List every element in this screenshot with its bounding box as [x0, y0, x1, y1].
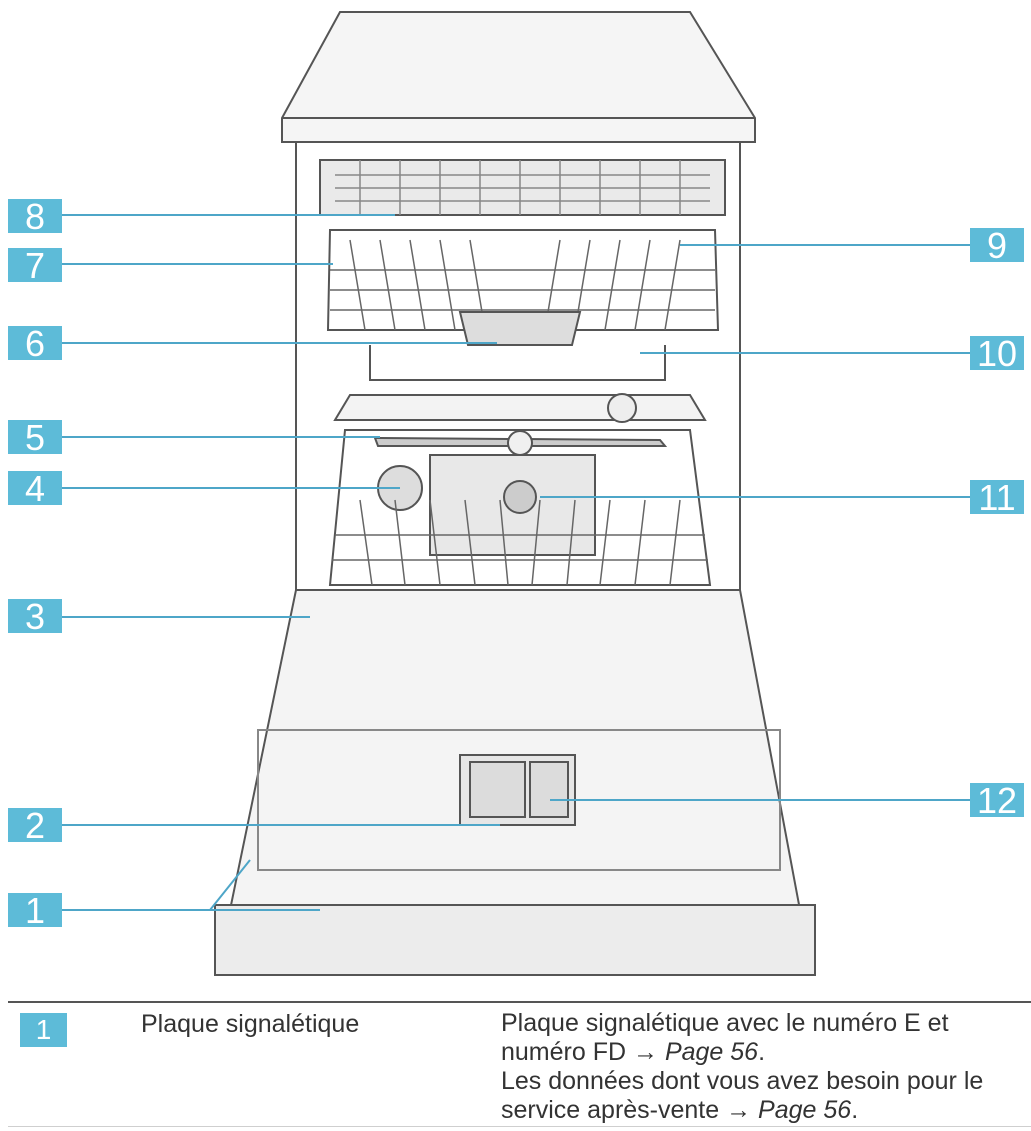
callout-11: 11: [970, 477, 1024, 518]
callout-badge: [8, 599, 62, 633]
part-name: Plaque signalétique: [141, 1010, 360, 1038]
callout-number: 2: [25, 805, 45, 846]
upper-spray-arm-cover: [458, 311, 582, 346]
callout-7: 7: [8, 245, 62, 286]
callout-number: 9: [987, 225, 1007, 266]
callout-badge: [8, 326, 62, 360]
callout-6: 6: [8, 323, 62, 364]
row-number-badge: 1: [20, 1013, 67, 1047]
middle-basket: [328, 429, 712, 586]
callout-badge: [970, 783, 1024, 817]
callout-badge: [8, 471, 62, 505]
callout-number: 4: [25, 468, 45, 509]
callout-number: 5: [25, 417, 45, 458]
callout-number: 11: [978, 477, 1015, 518]
leader-line-1: [62, 859, 251, 911]
callout-number: 10: [977, 333, 1017, 374]
upper-basket: [326, 229, 720, 331]
callout-1: 1: [8, 890, 62, 931]
callout-number: 3: [25, 596, 45, 637]
callout-number: 8: [25, 196, 45, 237]
dishwasher-door: [228, 589, 802, 911]
legend-table: 1 Plaque signalétique Plaque signalétiqu…: [0, 1003, 1031, 1125]
description-text: .: [758, 1038, 766, 1066]
callout-number: 12: [977, 780, 1017, 821]
description-text: .: [851, 1096, 859, 1124]
table-top-rule: [8, 1001, 1031, 1003]
callout-number: 7: [25, 245, 45, 286]
description-text: Plaque signalétique avec le numéro E et …: [501, 1009, 949, 1066]
callout-12: 12: [970, 780, 1024, 821]
table-row: 1 Plaque signalétique Plaque signalétiqu…: [0, 1003, 1031, 1125]
callout-badge: [8, 248, 62, 282]
description-text: Les données dont vous avez besoin pour l…: [501, 1067, 984, 1124]
dishwasher-top-lid: [281, 11, 756, 143]
callout-badge: [8, 199, 62, 233]
callout-badge: [970, 336, 1024, 370]
callout-badge: [970, 480, 1024, 514]
callout-badge: [8, 893, 62, 927]
page-reference[interactable]: Page 56: [758, 1096, 852, 1124]
callout-number: 6: [25, 323, 45, 364]
callout-3: 3: [8, 596, 62, 637]
table-bottom-rule: [8, 1126, 1031, 1127]
callout-2: 2: [8, 805, 62, 846]
part-description: Plaque signalétique avec le numéro E et …: [496, 1003, 1031, 1125]
page-reference[interactable]: Page 56: [664, 1038, 759, 1066]
callout-badge: [8, 420, 62, 454]
callout-10: 10: [970, 333, 1024, 374]
callout-8: 8: [8, 196, 62, 237]
callout-badge: [970, 228, 1024, 262]
callout-9: 9: [970, 225, 1024, 266]
callout-badge: [8, 808, 62, 842]
callout-number: 1: [25, 890, 45, 931]
inner-tub: [369, 345, 666, 381]
callout-5: 5: [8, 417, 62, 458]
callout-4: 4: [8, 468, 62, 509]
